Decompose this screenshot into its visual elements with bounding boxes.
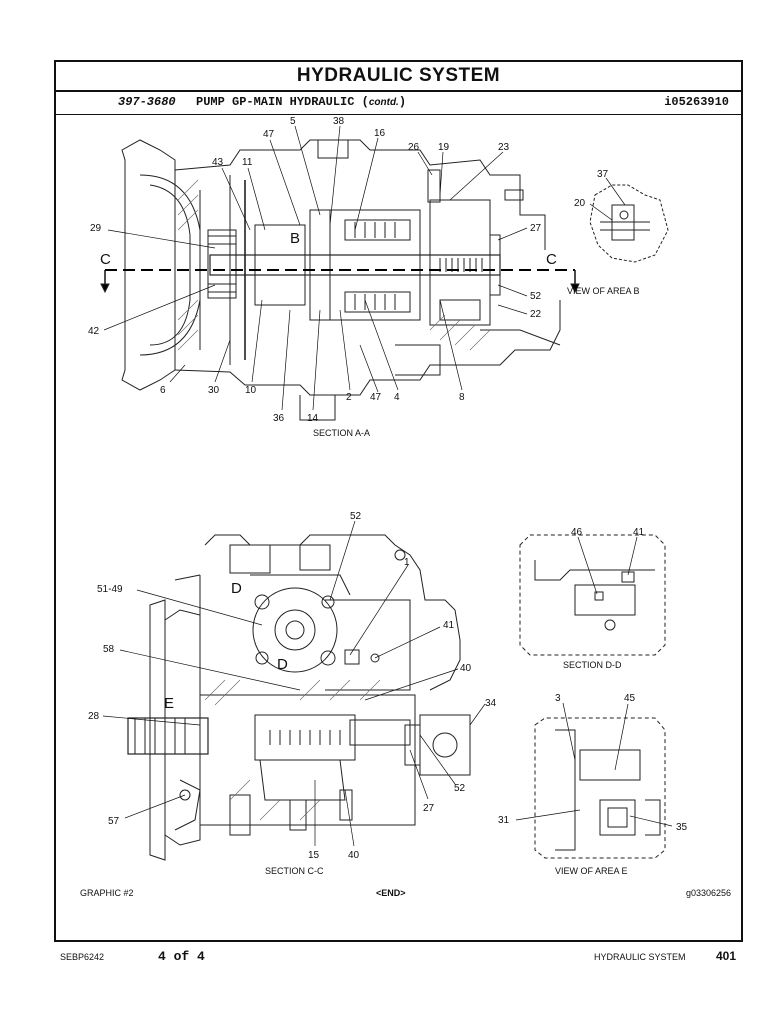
callout: 29 [90,223,102,234]
callout: 11 [242,157,253,168]
section-cc-drawing [127,534,471,861]
callout: 10 [245,385,257,396]
callout: 38 [333,116,345,127]
part-description-text: PUMP GP-MAIN HYDRAULIC [196,95,355,109]
area-e-caption: VIEW OF AREA E [555,866,628,876]
section-aa-caption: SECTION A-A [313,428,370,438]
callout: 26 [408,142,420,153]
page-number: 401 [716,949,737,963]
callout: 14 [307,413,319,424]
callout: 41 [443,620,455,631]
section-aa-drawing [100,139,580,421]
callout: 40 [348,850,360,861]
callout: 3 [555,693,561,704]
marker-b: B [290,230,300,247]
callout: 37 [597,169,609,180]
callout: 45 [624,693,636,704]
callout: 22 [530,309,542,320]
callout: 47 [370,392,382,403]
callout: 5 [290,116,296,127]
section-name: HYDRAULIC SYSTEM [594,952,686,962]
callout: 2 [346,392,352,403]
area-e-drawing [534,717,666,859]
leader-lines [102,125,673,847]
callout: 30 [208,385,220,396]
title-bar: HYDRAULIC SYSTEM [56,62,741,92]
callout: 42 [88,326,100,337]
callout: 31 [498,815,510,826]
doc-id: SEBP6242 [60,952,105,962]
marker-c-left: C [100,251,111,268]
callout: 15 [308,850,320,861]
marker-d-bottom: D [277,656,288,673]
section-cc-caption: SECTION C-C [265,866,324,876]
callout: 35 [676,822,688,833]
callout: 20 [574,198,586,209]
callout: 34 [485,698,497,709]
callout: 4 [394,392,400,403]
callout: 58 [103,644,115,655]
page-of: 4 of 4 [158,949,205,964]
marker-e: E [164,695,174,712]
page-title: HYDRAULIC SYSTEM [296,65,501,86]
callout: 43 [212,157,224,168]
callout: 52 [454,783,466,794]
callout: 28 [88,711,100,722]
callout: 46 [571,527,583,538]
callout: 27 [530,223,542,234]
contd-label: contd. [368,97,399,108]
callout: 47 [263,129,275,140]
graphic-number: g03306256 [685,888,731,898]
callout: 40 [460,663,472,674]
callout: 52 [350,511,362,522]
callout: 1 [404,557,410,568]
callout: 57 [108,816,120,827]
callout: 16 [374,128,386,139]
drawing-labels: VIEW OF AREA B SECTION A-A SECTION C-C S… [88,116,688,876]
callout: 6 [160,385,166,396]
end-marker: <END> [376,888,406,898]
callout: 19 [438,142,450,153]
callout: 51-49 [97,584,123,595]
callout: 36 [273,413,285,424]
part-header: 397-3680 PUMP GP-MAIN HYDRAULIC (contd.)… [56,90,741,115]
area-b-caption: VIEW OF AREA B [567,286,640,296]
section-dd-drawing [519,534,666,656]
callout: 52 [530,291,542,302]
illustration-id: i05263910 [664,95,729,109]
area-b-drawing [589,184,669,263]
graphic-label: GRAPHIC #2 [80,888,134,898]
callout: 23 [498,142,510,153]
marker-d-top: D [231,580,242,597]
marker-c-right: C [546,251,557,268]
callout: 41 [633,527,645,538]
section-dd-caption: SECTION D-D [563,660,622,670]
callout: 27 [423,803,435,814]
part-number: 397-3680 [118,95,176,109]
part-description: PUMP GP-MAIN HYDRAULIC (contd.) [196,95,407,109]
page-frame: HYDRAULIC SYSTEM 397-3680 PUMP GP-MAIN H… [54,60,743,942]
callout: 8 [459,392,465,403]
